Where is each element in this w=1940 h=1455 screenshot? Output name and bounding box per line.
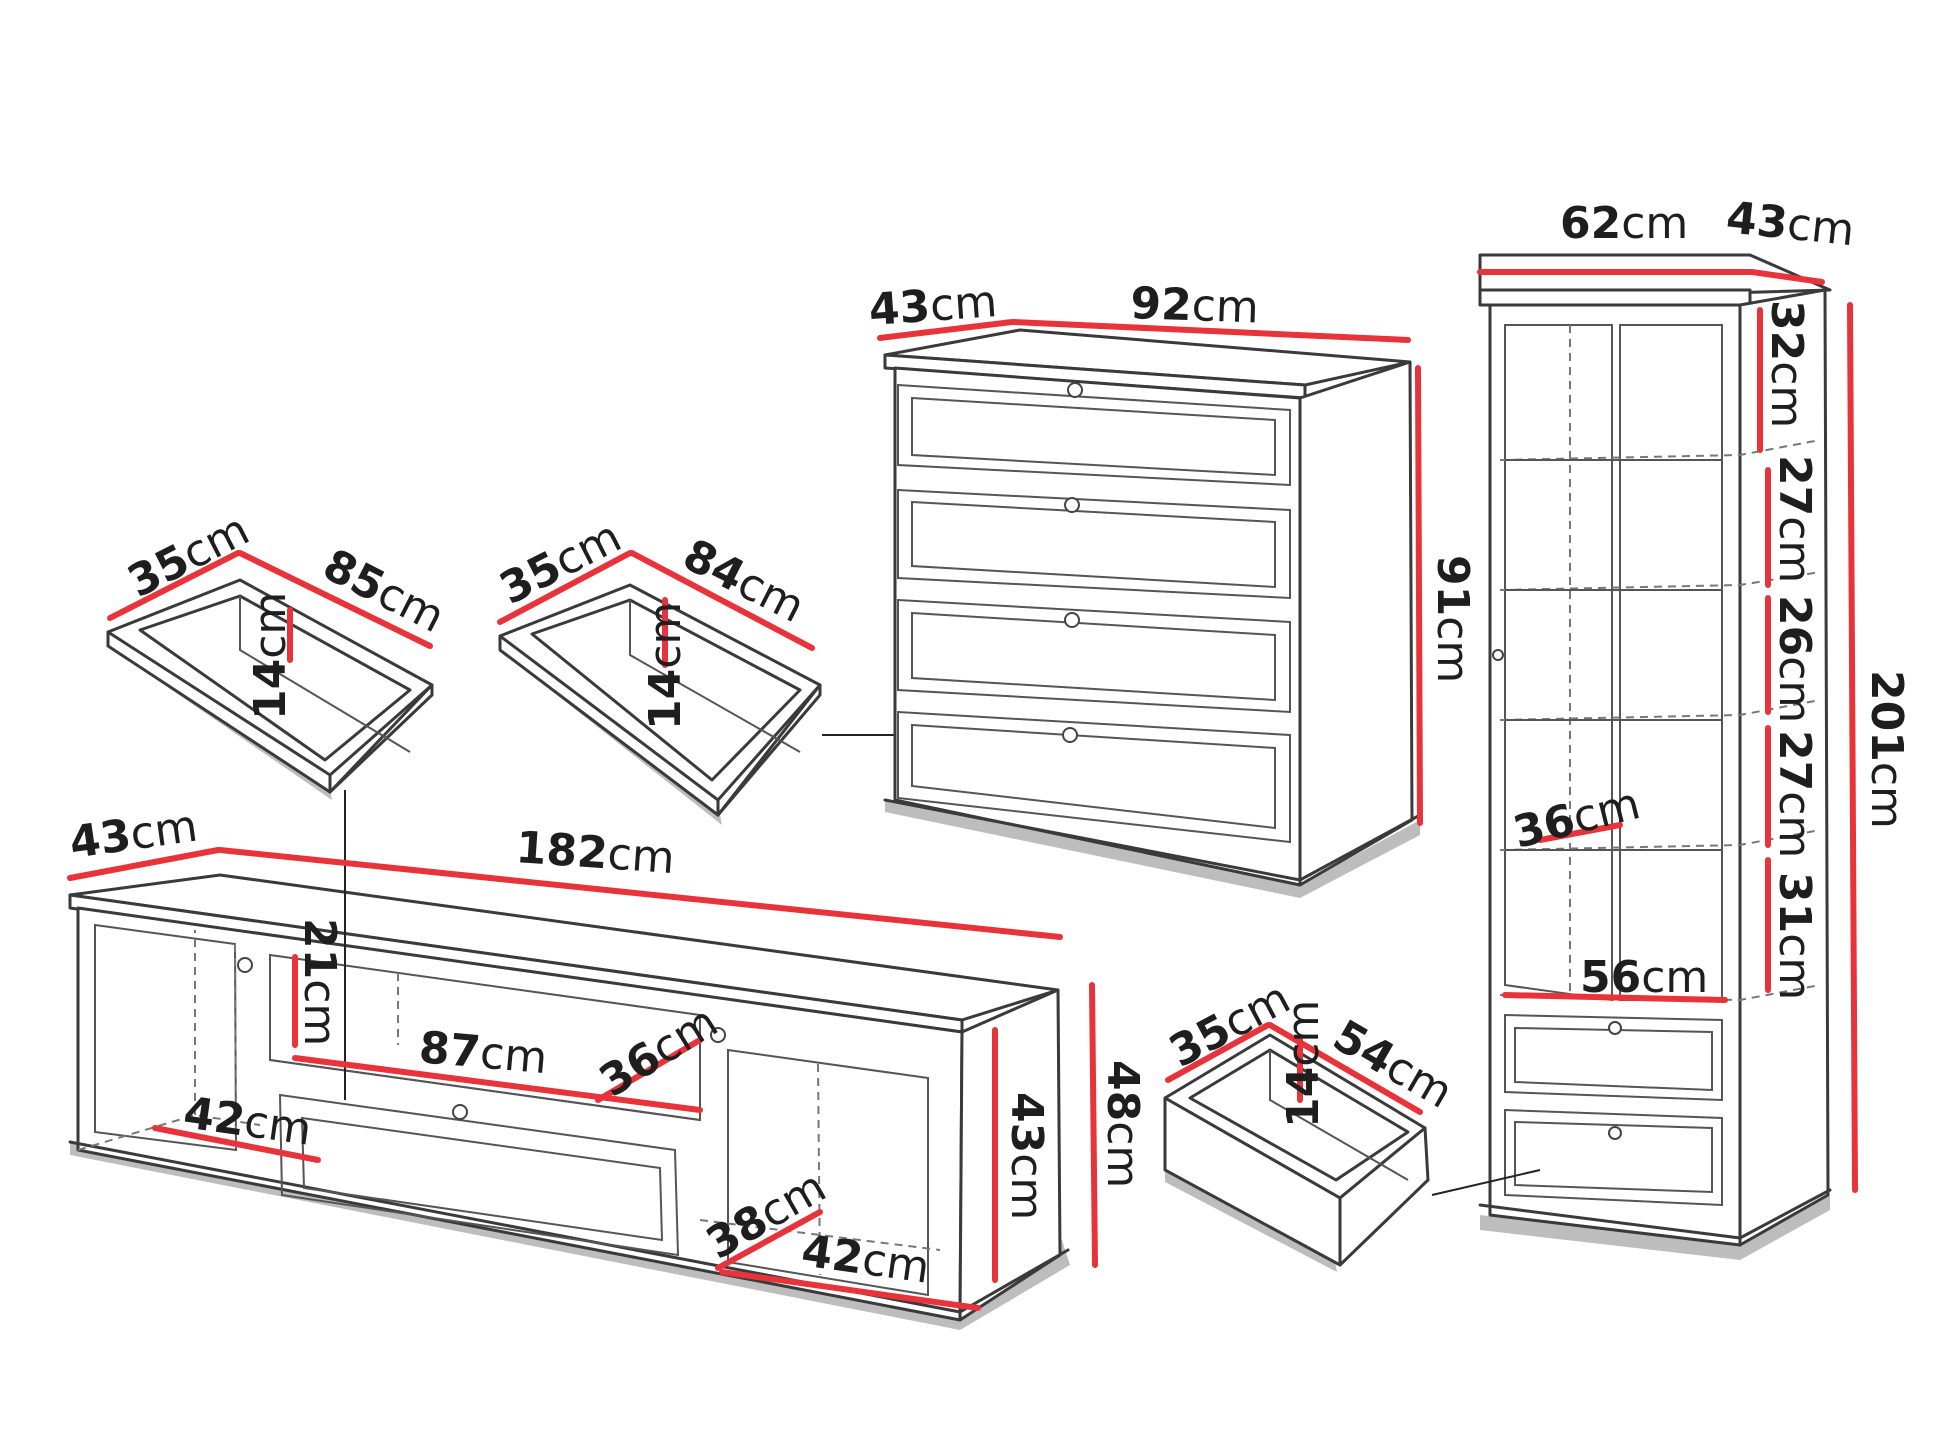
tv-compartment-left-label: 42cm bbox=[180, 1087, 314, 1155]
tv-stand bbox=[68, 873, 1070, 1330]
bookcase-width-label: 62cm bbox=[1560, 198, 1688, 249]
bookcase-depth-label: 43cm bbox=[1724, 192, 1857, 256]
bookcase-shelf3-label: 26cm bbox=[1769, 595, 1820, 723]
bookcase-shelf4-label: 27cm bbox=[1769, 730, 1820, 858]
chest-depth-label: 43cm bbox=[867, 276, 999, 336]
tv-height-label: 48cm bbox=[1097, 1060, 1148, 1188]
bookcase bbox=[1478, 253, 1832, 1260]
bookcase-shelf2-label: 27cm bbox=[1769, 455, 1820, 583]
tv-compartment-right-width-label: 42cm bbox=[798, 1225, 932, 1293]
chest-drawer-width-label: 84cm bbox=[675, 529, 812, 633]
dimension-lines bbox=[67, 269, 1858, 1311]
bookcase-shelf5-label: 31cm bbox=[1769, 872, 1820, 1000]
tv-inner-height-label: 43cm bbox=[1001, 1092, 1052, 1220]
tv-drawer-width-label: 85cm bbox=[315, 539, 452, 643]
tv-stand-drawer bbox=[106, 578, 434, 1100]
chest-of-drawers bbox=[883, 328, 1422, 898]
chest-height-label: 91cm bbox=[1427, 555, 1478, 683]
tv-shelf-width-label: 87cm bbox=[417, 1022, 549, 1084]
tv-shelf-opening-label: 21cm bbox=[294, 918, 345, 1046]
chest-drawer-height-label: 14cm bbox=[640, 602, 691, 730]
tv-depth-label: 43cm bbox=[66, 801, 200, 869]
chest-drawer bbox=[498, 583, 918, 825]
chest-width-label: 92cm bbox=[1130, 278, 1260, 333]
tv-width-label: 182cm bbox=[514, 822, 676, 884]
tv-drawer-height-label: 14cm bbox=[245, 592, 296, 720]
bookcase-drawer bbox=[1163, 1033, 1541, 1272]
bookcase-shelf1-label: 32cm bbox=[1761, 300, 1812, 428]
bookcase-height-label: 201cm bbox=[1861, 670, 1912, 829]
bookcase-inner-width-label: 56cm bbox=[1580, 952, 1708, 1003]
bookcase-drawer-height-label: 14cm bbox=[1278, 1000, 1329, 1128]
